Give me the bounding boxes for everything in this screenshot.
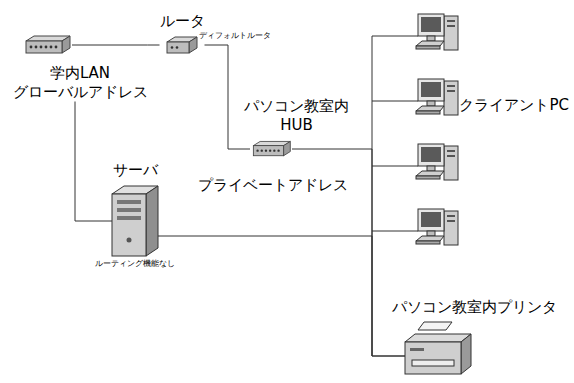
device-node: サーバルーティング機能なし (95, 161, 175, 269)
area-label: クライアントPC (459, 96, 569, 115)
device-note: ルーティング機能なし (95, 259, 175, 269)
device-label: ルータ (160, 12, 205, 31)
edge-label: ディフォルトルータ (199, 31, 271, 41)
cable-stub (292, 149, 349, 150)
router-icon (167, 37, 197, 53)
device-node: パソコン教室内 HUB (244, 97, 349, 157)
area-label: プライベートアドレス (198, 176, 348, 195)
device-node: パソコン教室内プリンタ (392, 298, 557, 374)
cable-stub (392, 356, 405, 357)
server-icon (112, 186, 158, 256)
cable-stub (95, 221, 112, 222)
network-cable (75, 102, 95, 222)
cable-stub (72, 45, 148, 46)
device-node: 学内LAN グローバルアドレス (13, 35, 148, 102)
network-cable (349, 149, 392, 356)
device-label: サーバ (113, 161, 158, 180)
device-label: パソコン教室内プリンタ (392, 298, 557, 317)
network-cable (175, 236, 392, 356)
cable-stub (158, 236, 175, 237)
device-label: 学内LAN グローバルアドレス (13, 64, 148, 102)
device-node: ルータ (160, 12, 205, 53)
network-cable (148, 45, 160, 46)
device-label: パソコン教室内 HUB (244, 97, 349, 135)
printer-icon (405, 322, 471, 374)
network-cable (205, 45, 245, 149)
cable-stub (392, 356, 405, 357)
cable-stub (244, 149, 250, 150)
